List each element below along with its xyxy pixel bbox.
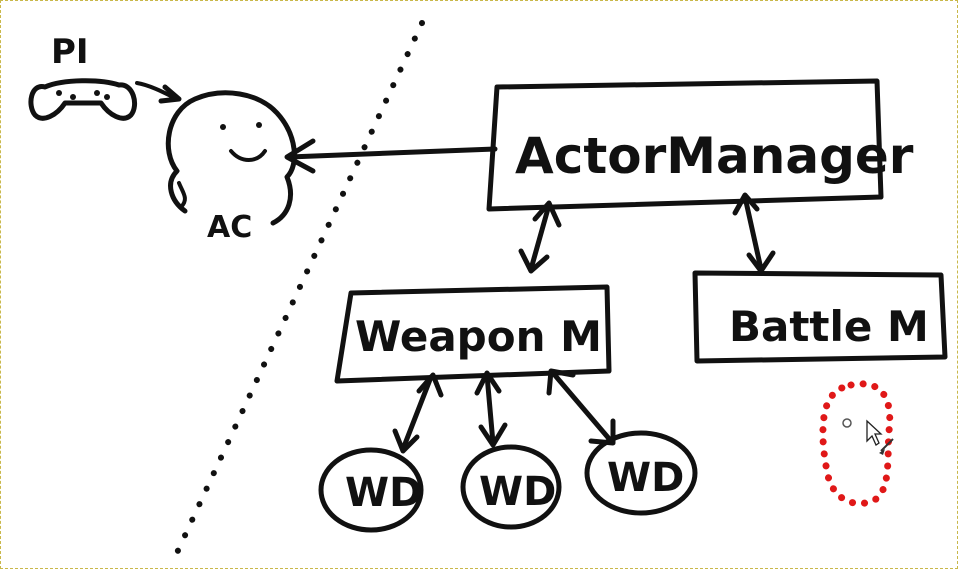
brush-icon bbox=[879, 438, 894, 455]
weapon-wd3-arrow bbox=[546, 368, 616, 446]
actor-manager-box bbox=[486, 78, 884, 212]
pen-position-icon bbox=[842, 418, 852, 428]
gamepad-icon bbox=[28, 78, 137, 121]
weapon-manager-label: Weapon M bbox=[355, 312, 602, 361]
actor-character-blob bbox=[165, 90, 297, 226]
weapon-data-label-2: WD bbox=[479, 469, 556, 515]
weapon-wd1-arrow bbox=[392, 372, 444, 454]
possess-arrow bbox=[135, 81, 182, 104]
weapon-data-circle-1 bbox=[318, 447, 424, 533]
player-label: PI bbox=[51, 32, 89, 72]
manager-battle-arrow bbox=[732, 192, 776, 274]
lasso-selection[interactable] bbox=[819, 380, 894, 507]
battle-manager-box bbox=[692, 270, 948, 364]
manager-weapon-arrow bbox=[518, 200, 562, 274]
actor-manager-label: ActorManager bbox=[515, 127, 914, 185]
battle-manager-label: Battle M bbox=[729, 302, 929, 351]
blob-eye-left bbox=[220, 124, 226, 130]
weapon-data-circle-2 bbox=[460, 444, 562, 530]
weapon-data-circle-3 bbox=[584, 430, 698, 516]
weapon-wd2-arrow bbox=[474, 370, 508, 448]
weapon-data-label-3: WD bbox=[607, 455, 684, 501]
cursor-arrow-icon bbox=[866, 419, 883, 446]
actor-label: AC bbox=[207, 210, 252, 245]
manager-to-actor-arrow bbox=[284, 138, 498, 174]
weapon-manager-box bbox=[334, 284, 612, 384]
blob-smile bbox=[229, 149, 267, 162]
weapon-data-label-1: WD bbox=[345, 470, 422, 516]
blob-eye-right bbox=[256, 122, 262, 128]
